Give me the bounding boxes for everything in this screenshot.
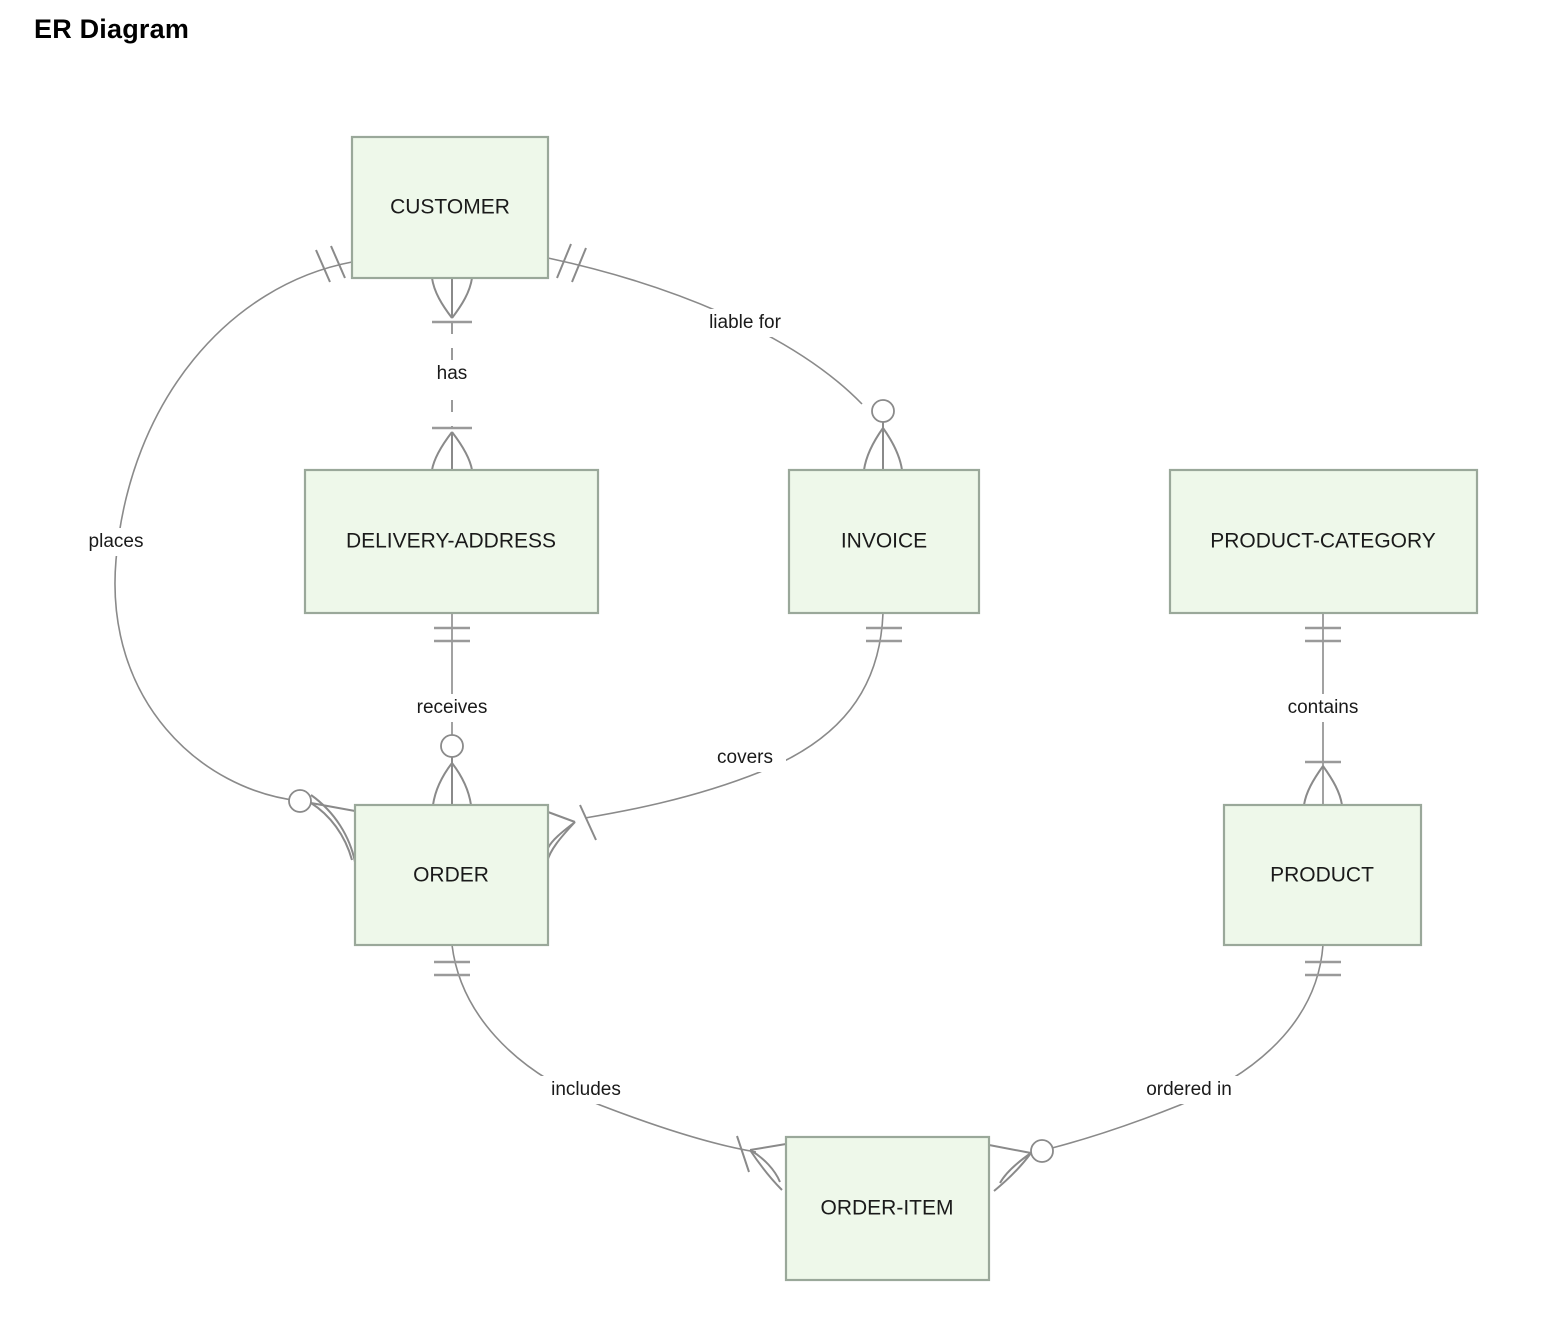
entity-order-item[interactable]: ORDER-ITEM bbox=[784, 1135, 991, 1282]
label-backdrop bbox=[1270, 694, 1376, 722]
entity-invoice-label: INVOICE bbox=[841, 530, 927, 553]
relationship-includes-line bbox=[451, 944, 757, 1153]
relationship-label-receives: receives bbox=[417, 697, 488, 718]
entity-delivery-address[interactable]: DELIVERY-ADDRESS bbox=[303, 468, 600, 615]
cardinality-one-or-many-customer-has bbox=[431, 277, 473, 324]
relationship-places[interactable]: places bbox=[72, 245, 356, 863]
entity-order-item-box bbox=[784, 1135, 991, 1282]
cardinality-exactly-one-customer-liable-for bbox=[556, 243, 587, 283]
entity-product-category-box bbox=[1168, 468, 1479, 615]
cardinality-exactly-one-invoice-covers bbox=[866, 626, 902, 643]
label-backdrop bbox=[1128, 1076, 1250, 1104]
entity-product-category[interactable]: PRODUCT-CATEGORY bbox=[1168, 468, 1479, 615]
label-backdrop bbox=[400, 694, 504, 722]
cardinality-zero-or-many-order-receives bbox=[432, 734, 472, 806]
relationship-has[interactable]: has bbox=[424, 277, 482, 471]
entity-product[interactable]: PRODUCT bbox=[1222, 803, 1423, 947]
cardinality-one-or-many-order-item-includes bbox=[736, 1135, 787, 1191]
relationship-includes[interactable]: includes bbox=[434, 944, 787, 1191]
cardinality-exactly-one-delivery-address-receives bbox=[434, 626, 470, 643]
entity-customer-label: CUSTOMER bbox=[390, 196, 510, 219]
cardinality-zero-or-many-order-places bbox=[288, 789, 356, 863]
entity-order-label: ORDER bbox=[413, 864, 489, 887]
relationship-label-has: has bbox=[437, 363, 468, 384]
relationship-label-contains: contains bbox=[1288, 697, 1359, 718]
cardinality-one-or-many-order-covers bbox=[546, 804, 597, 863]
cardinality-exactly-one-customer-places bbox=[315, 245, 346, 283]
entity-product-category-label: PRODUCT-CATEGORY bbox=[1210, 530, 1436, 553]
relationship-receives[interactable]: receives bbox=[400, 613, 504, 806]
relationship-ordered-in[interactable]: ordered in bbox=[988, 944, 1341, 1192]
entity-invoice[interactable]: INVOICE bbox=[787, 468, 981, 615]
relationship-label-liable-for: liable for bbox=[709, 312, 781, 333]
entity-customer[interactable]: CUSTOMER bbox=[350, 135, 550, 280]
entity-order-item-label: ORDER-ITEM bbox=[821, 1197, 954, 1220]
relationship-covers[interactable]: covers bbox=[546, 612, 902, 863]
relationship-label-includes: includes bbox=[551, 1079, 621, 1100]
cardinality-exactly-one-order-includes bbox=[434, 960, 470, 977]
relationship-contains[interactable]: contains bbox=[1270, 613, 1376, 806]
entity-product-label: PRODUCT bbox=[1270, 864, 1374, 887]
relationship-liable-for[interactable]: liable for bbox=[547, 243, 903, 471]
cardinality-zero-or-many-order-item-ordered-in bbox=[988, 1139, 1054, 1192]
relationship-ordered-in-line bbox=[1051, 944, 1324, 1149]
relationship-label-ordered-in: ordered in bbox=[1146, 1079, 1232, 1100]
relationship-label-places: places bbox=[89, 531, 144, 552]
page-title: ER Diagram bbox=[34, 14, 190, 44]
relationship-places-line bbox=[114, 261, 353, 802]
entity-invoice-box bbox=[787, 468, 981, 615]
label-backdrop bbox=[704, 744, 786, 772]
cardinality-one-or-many-delivery-address-has bbox=[431, 426, 473, 471]
label-backdrop bbox=[694, 309, 796, 337]
cardinality-exactly-one-product-category-contains bbox=[1305, 626, 1341, 643]
entity-customer-box bbox=[350, 135, 550, 280]
label-backdrop bbox=[538, 1076, 636, 1104]
cardinality-zero-or-many-invoice-liable-for bbox=[863, 399, 903, 471]
label-backdrop bbox=[424, 360, 482, 388]
label-backdrop bbox=[72, 528, 160, 556]
entity-product-box bbox=[1222, 803, 1423, 947]
entity-delivery-address-box bbox=[303, 468, 600, 615]
cardinality-exactly-one-product-ordered-in bbox=[1305, 960, 1341, 977]
relationship-label-covers: covers bbox=[717, 747, 773, 768]
entity-order-box bbox=[353, 803, 550, 947]
entity-delivery-address-label: DELIVERY-ADDRESS bbox=[346, 530, 556, 553]
relationship-covers-line bbox=[584, 612, 884, 819]
entity-order[interactable]: ORDER bbox=[353, 803, 550, 947]
cardinality-one-or-many-product-contains bbox=[1303, 760, 1343, 806]
